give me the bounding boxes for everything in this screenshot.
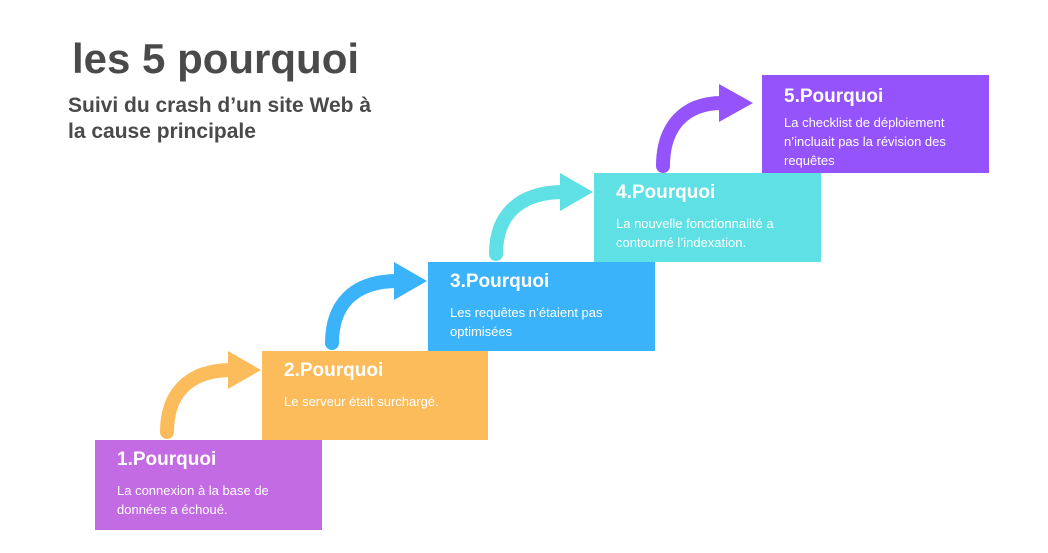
step-label-5: 5.Pourquoi — [784, 86, 884, 107]
step-box-1: 1.Pourquoi La connexion à la base de don… — [95, 440, 322, 530]
step-text-1: La connexion à la base de données a écho… — [117, 482, 269, 518]
step-text-2: Le serveur était surchargé. — [284, 393, 439, 409]
curved-arrow-icon-1 — [160, 351, 261, 439]
step-label-3: 3.Pourquoi — [450, 271, 550, 292]
step-label-1: 1.Pourquoi — [117, 449, 217, 470]
step-box-5: 5.Pourquoi La checklist de déploiement n… — [762, 75, 989, 173]
curved-arrow-icon-3 — [489, 173, 593, 261]
step-text-4: La nouvelle fonctionnalité a contourné l… — [616, 215, 774, 251]
step-label-2: 2.Pourquoi — [284, 360, 384, 381]
page-title: les 5 pourquoi — [72, 35, 360, 82]
step-box-2: 2.Pourquoi Le serveur était surchargé. — [262, 351, 488, 440]
step-label-4: 4.Pourquoi — [616, 182, 716, 203]
step-box-4: 4.Pourquoi La nouvelle fonctionnalité a … — [594, 173, 821, 262]
curved-arrow-icon-2 — [325, 262, 427, 350]
curved-arrow-icon-4 — [656, 84, 753, 173]
step-box-3: 3.Pourquoi Les requêtes n’étaient pas op… — [428, 262, 655, 351]
step-text-5: La checklist de déploiement n’incluait p… — [784, 114, 946, 168]
step-text-3: Les requêtes n’étaient pas optimisées — [450, 304, 603, 340]
page-subtitle: Suivi du crash d’un site Web à la cause … — [68, 94, 372, 144]
